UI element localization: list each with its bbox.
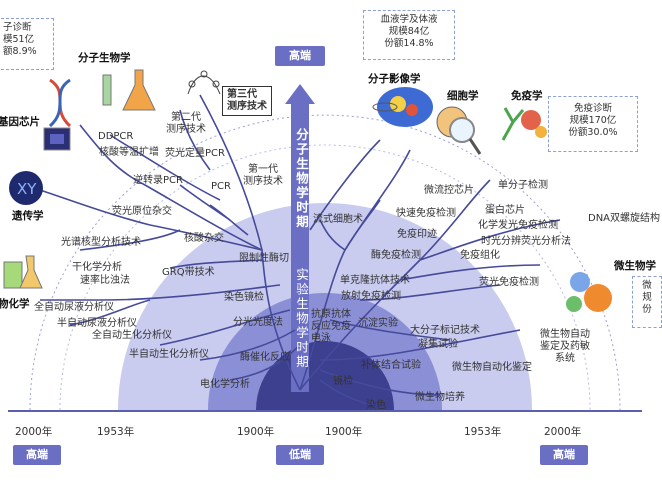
label-western-blot: 免疫印迹 <box>397 229 437 240</box>
stat-micro: 微 规 份 <box>632 276 662 328</box>
label-staining: 染色 <box>366 400 386 411</box>
svg-text:XY: XY <box>17 180 37 198</box>
dna-icon <box>48 78 72 128</box>
cat-microbiology: 微生物学 <box>614 260 656 272</box>
label-micro-auto-id: 微生物自动化鉴定 <box>452 362 532 373</box>
label-agglutination: 凝集试验 <box>418 339 458 350</box>
era-lab: 实验生物学时期 <box>294 268 309 370</box>
era-arrow-shaft <box>291 102 309 392</box>
label-spectrophotometry: 分光光度法 <box>233 317 283 328</box>
label-antigen-antibody: 抗原抗体 反应免疫 电泳 <box>311 309 351 344</box>
label-semi-urine: 半自动尿液分析仪 <box>57 318 137 329</box>
top-tag: 高端 <box>275 46 325 66</box>
cell-magnifier-icon <box>436 106 482 155</box>
label-chemiluminescence: 化学发光免疫检测 <box>478 220 558 231</box>
label-micro-culture: 微生物培养 <box>415 392 465 403</box>
label-hybridization: 核酸杂交 <box>184 233 224 244</box>
label-grq: GRQ带技术 <box>162 267 215 278</box>
cat-genetics: 遗传学 <box>12 210 44 222</box>
year-2000-left: 2000年 <box>15 426 53 438</box>
label-electrochem: 电化学分析 <box>200 379 250 390</box>
label-time-resolved: 时光分辨荧光分析法 <box>481 236 571 247</box>
label-rapid-immuno: 快速免疫检测 <box>396 208 456 219</box>
label-fish: 荧光原位杂交 <box>112 206 172 217</box>
label-radioimmuno: 放射免疫检测 <box>341 291 401 302</box>
label-dry-chem: 干化学分析 <box>72 262 122 273</box>
year-1953-left: 1953年 <box>97 426 135 438</box>
label-monoclonal: 单克隆抗体技术 <box>340 275 410 286</box>
label-micro-auto-system: 微生物自动 鉴定及药敏 系统 <box>540 329 590 364</box>
label-macromolecule-label: 大分子标记技术 <box>410 325 480 336</box>
label-flow-cytometry: 流式细胞术 <box>313 214 363 225</box>
stat-blood: 血液学及体液 规模84亿 份额14.8% <box>363 10 455 60</box>
bottom-center-tag: 低端 <box>276 445 324 465</box>
label-dna-helix: DNA双螺旋结构 <box>588 213 661 224</box>
year-1953-right: 1953年 <box>464 426 502 438</box>
year-1900-left: 1900年 <box>237 426 275 438</box>
era-molecular: 分子生物学时期 <box>294 128 309 230</box>
flask-icon <box>102 69 156 111</box>
label-ihc: 免疫组化 <box>460 250 500 261</box>
cat-gene-chip: 基因芯片 <box>0 116 40 128</box>
label-ddpcr: DDPCR <box>98 131 134 142</box>
cat-molbio: 分子生物学 <box>78 52 131 64</box>
label-qpcr: 荧光定量PCR <box>165 148 225 159</box>
cat-immunology: 免疫学 <box>511 90 543 102</box>
sequencer-icon <box>187 70 221 95</box>
label-second-gen: 第二代 测序技术 <box>166 112 206 135</box>
label-enzyme-reaction: 酶催化反应 <box>240 352 290 363</box>
bottom-right-tag: 高端 <box>540 445 588 465</box>
label-enzyme-immuno: 酶免疫检测 <box>371 250 421 261</box>
chip-icon <box>43 127 71 151</box>
label-semi-biochem: 半自动生化分析仪 <box>129 349 209 360</box>
bottom-left-tag: 高端 <box>13 445 61 465</box>
label-protein-chip: 蛋白芯片 <box>485 205 525 216</box>
label-auto-urine: 全自动尿液分析仪 <box>34 302 114 313</box>
label-pcr: PCR <box>211 181 231 192</box>
bacteria-icon <box>566 272 612 312</box>
label-complement: 补体结合试验 <box>361 360 421 371</box>
label-first-gen: 第一代 测序技术 <box>243 164 283 187</box>
year-1900-right: 1900年 <box>325 426 363 438</box>
cat-cytology: 细胞学 <box>447 90 479 102</box>
label-restriction: 限制性酶切 <box>239 253 289 264</box>
label-fluorescence-immuno: 荧光免疫检测 <box>479 277 539 288</box>
label-stain-microscopy: 染色镜检 <box>224 292 264 303</box>
antibody-icon <box>501 107 547 141</box>
label-spectral-karyotyping: 光谱核型分析技术 <box>61 237 141 248</box>
year-2000-right: 2000年 <box>544 426 582 438</box>
brain-scan-icon <box>372 87 433 127</box>
label-single-molecule: 单分子检测 <box>498 180 548 191</box>
stat-molecular-diagnosis: 子诊断 模51亿 额8.9% <box>0 18 54 70</box>
label-microscopy: 镜检 <box>333 376 353 387</box>
label-isothermal: 核酸等温扩增 <box>99 147 159 158</box>
beaker-icon <box>3 255 43 289</box>
label-auto-biochem: 全自动生化分析仪 <box>92 330 172 341</box>
era-arrow-head <box>285 84 315 104</box>
label-rate-nephelometry: 速率比浊法 <box>80 275 130 286</box>
label-rt-pcr: 逆转录PCR <box>133 175 183 186</box>
chromosome-icon: XY <box>9 171 43 205</box>
cat-third-gen: 第三代 测序技术 <box>222 86 272 116</box>
stat-immuno: 免疫诊断 规模170亿 份额30.0% <box>548 96 638 152</box>
cat-chemistry: 物化学 <box>0 298 30 310</box>
label-precipitation: 沉淀实验 <box>358 318 398 329</box>
cat-mol-imaging: 分子影像学 <box>368 73 421 85</box>
label-microfluidic: 微流控芯片 <box>424 185 474 196</box>
